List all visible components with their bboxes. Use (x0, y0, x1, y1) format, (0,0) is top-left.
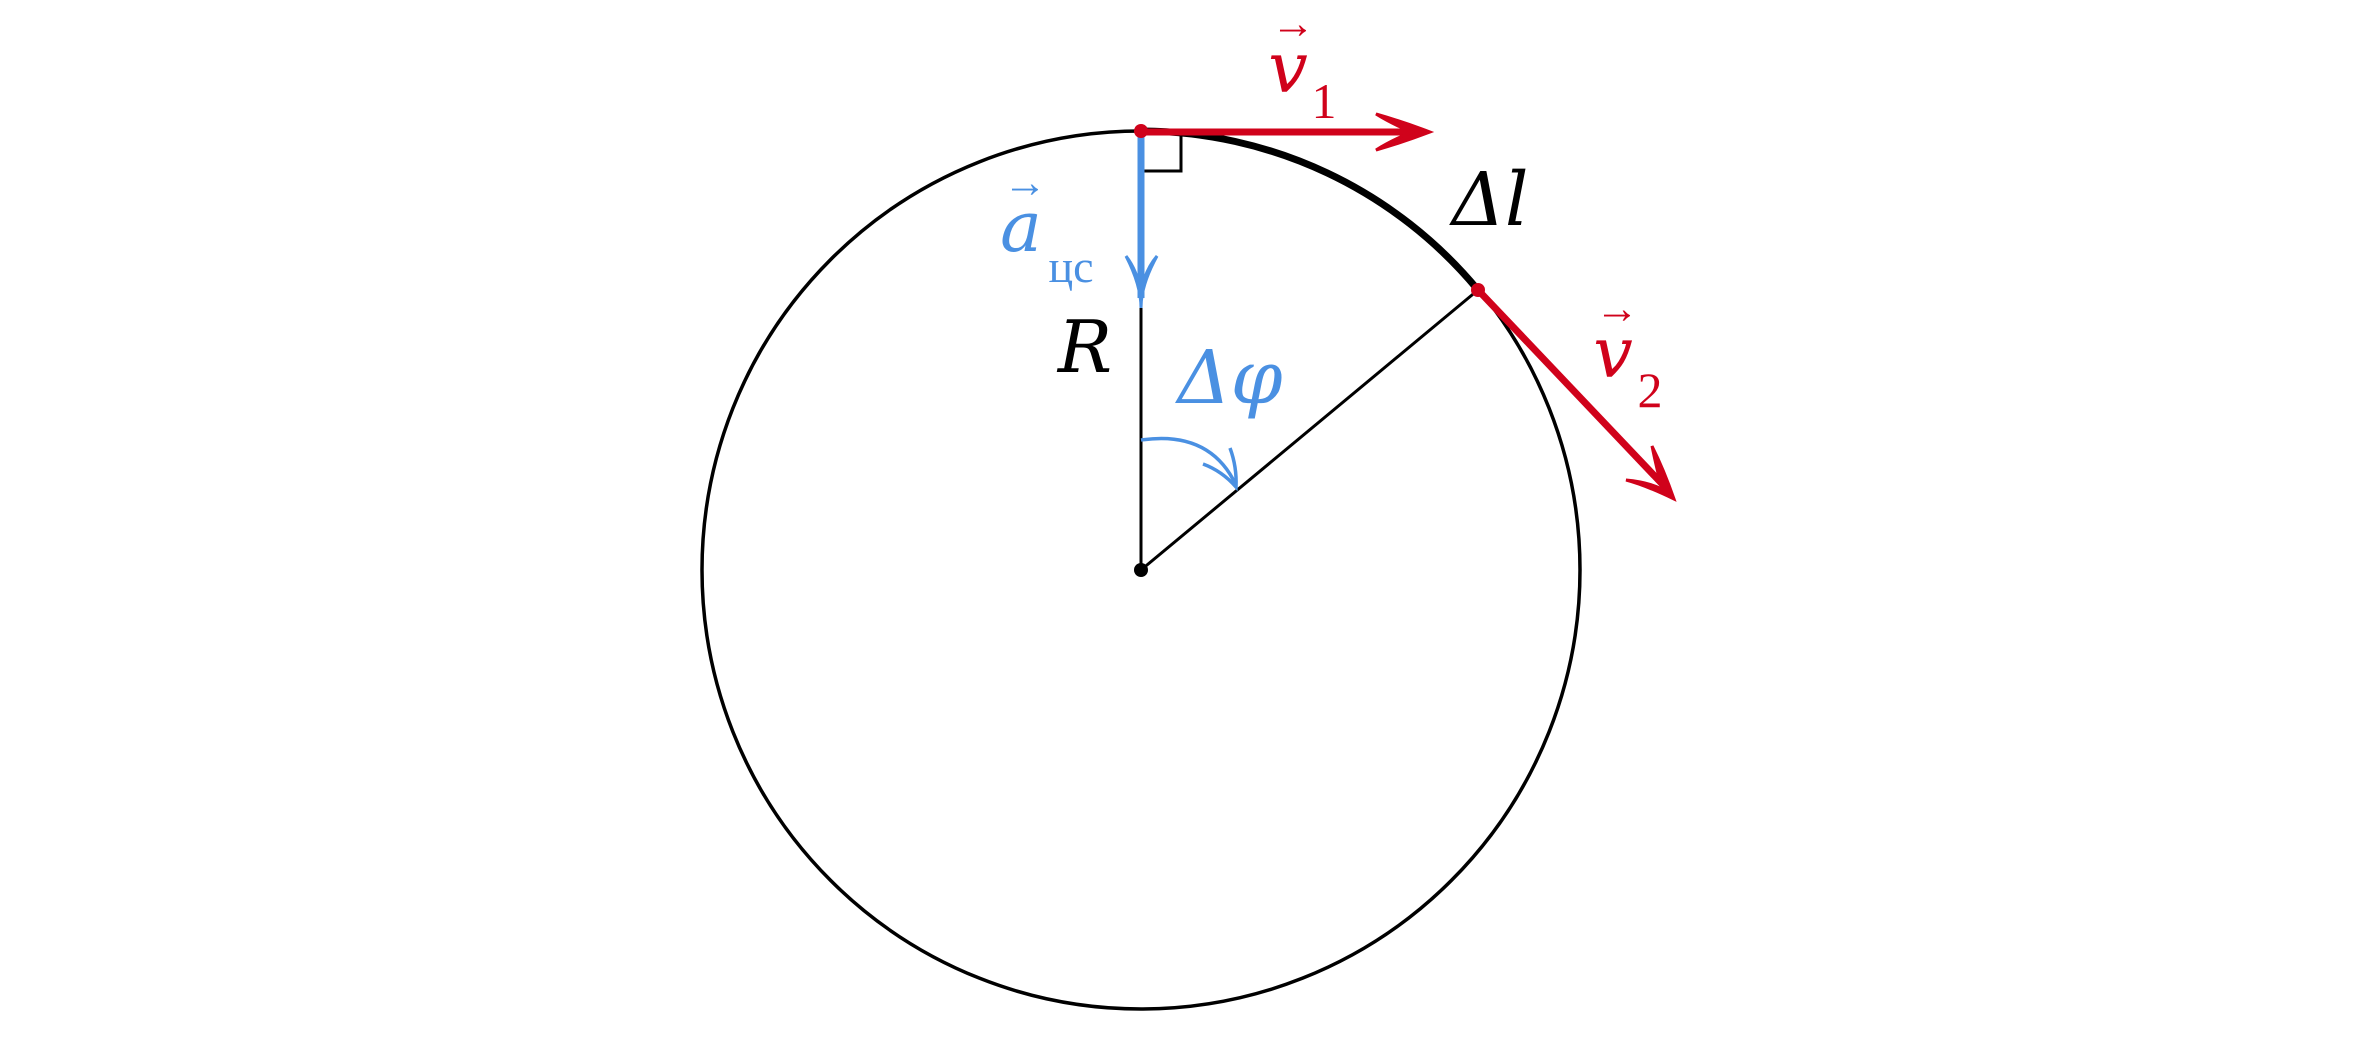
radius-line-slanted (1140, 288, 1479, 572)
center-point (1134, 563, 1148, 577)
label-v2: → v 2 (1593, 284, 1662, 418)
label-v2-arrow: → (1595, 284, 1639, 333)
velocity-v1-arrowhead (1375, 112, 1435, 152)
label-v2-subscript: 2 (1638, 362, 1663, 418)
point-1 (1134, 124, 1148, 138)
label-v2-letter: v (1593, 312, 1633, 394)
velocity-v2-line (1475, 287, 1669, 491)
point-2 (1471, 283, 1485, 297)
right-angle-mark (1141, 131, 1183, 173)
velocity-v2-arrowhead (1625, 445, 1677, 502)
label-a-letter: a (1000, 186, 1042, 268)
label-a-subscript: цс (1048, 241, 1093, 292)
label-arc-length: Δl (1448, 157, 1528, 243)
angle-arc-arrowhead (1202, 447, 1238, 492)
label-acceleration: → a цс (1000, 158, 1093, 292)
acceleration-vector-arrowhead (1124, 255, 1159, 309)
label-angle: Δφ (1174, 335, 1282, 421)
angle-arc (1140, 436, 1238, 486)
label-v1-arrow: → (1271, 0, 1315, 48)
arc-delta-l (1140, 127, 1481, 293)
label-v1-letter: v (1268, 27, 1308, 109)
label-radius: R (1056, 305, 1112, 389)
label-v1-subscript: 1 (1312, 73, 1337, 129)
label-v1: → v 1 (1268, 0, 1336, 129)
label-a-arrow: → (1003, 158, 1047, 207)
